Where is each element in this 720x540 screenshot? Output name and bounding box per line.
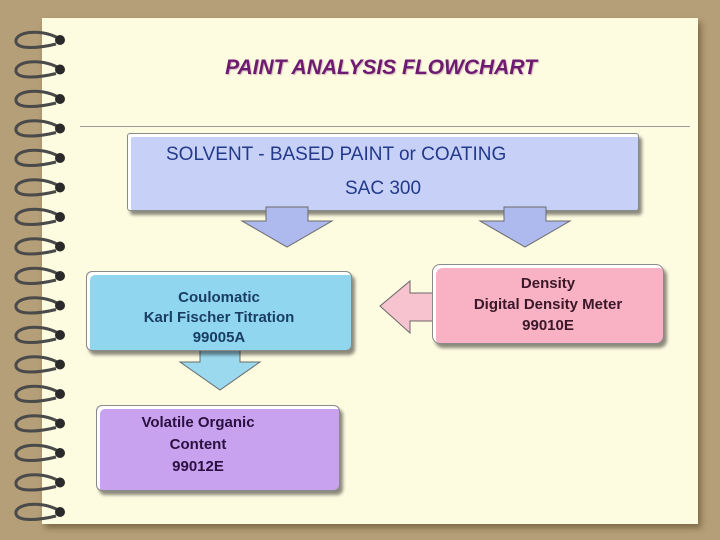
binding-ring-icon — [14, 148, 59, 167]
binding-ring-icon — [14, 296, 59, 315]
flowchart-title: PAINT ANALYSIS FLOWCHART — [225, 56, 537, 79]
down-arrow-icon — [178, 349, 262, 391]
voc-line1: Volatile Organic — [141, 414, 255, 431]
binding-ring-icon — [14, 237, 59, 256]
binding-ring-icon — [14, 266, 59, 285]
binding-hole-icon — [55, 241, 65, 252]
binding-ring-icon — [14, 443, 59, 462]
karl-fischer-line3: 99005A — [192, 329, 246, 346]
voc-line3: 99012E — [172, 458, 224, 475]
binding-hole-icon — [55, 153, 65, 163]
voc-line2: Content — [169, 436, 227, 453]
karl-fischer-line1: Coulomatic — [178, 289, 260, 306]
binding-hole-icon — [55, 477, 65, 488]
binding-ring-icon — [14, 355, 59, 374]
binding-ring-icon — [14, 325, 59, 344]
binding-hole-icon — [55, 123, 65, 134]
binding-hole-icon — [55, 359, 65, 370]
karl-fischer-box: Coulomatic Karl Fischer Titration 99005A — [86, 271, 352, 351]
binding-hole-icon — [55, 300, 65, 311]
binding-ring-icon — [14, 502, 59, 521]
karl-fischer-line2: Karl Fischer Titration — [143, 309, 295, 326]
binding-ring-icon — [14, 207, 59, 226]
binding-hole-icon — [55, 418, 65, 429]
binding-hole-icon — [55, 64, 65, 75]
binding-hole-icon — [55, 182, 65, 193]
title-divider — [80, 126, 690, 127]
solvent-based-paint-box: SOLVENT - BASED PAINT or COATING SAC 300 — [127, 133, 639, 211]
binding-ring-icon — [14, 473, 59, 492]
density-line1: Density — [520, 275, 576, 292]
main-box-line1: SOLVENT - BASED PAINT or COATING — [166, 144, 507, 165]
main-box-line2: SAC 300 — [344, 178, 422, 199]
binding-hole-icon — [55, 389, 65, 399]
binding-ring-icon — [14, 414, 59, 433]
density-line2: Digital Density Meter — [473, 296, 623, 313]
down-arrow-icon — [240, 206, 334, 248]
binding-ring-icon — [14, 119, 59, 138]
binding-hole-icon — [55, 212, 65, 222]
binding-hole-icon — [55, 35, 65, 45]
voc-box: Volatile Organic Content 99012E — [96, 405, 340, 491]
binding-ring-icon — [14, 60, 59, 79]
down-arrow-icon — [478, 206, 572, 248]
binding-hole-icon — [55, 94, 65, 104]
binding-ring-icon — [14, 89, 59, 108]
binding-hole-icon — [55, 330, 65, 340]
binding-ring-icon — [14, 384, 59, 403]
binding-ring-icon — [14, 30, 59, 49]
binding-hole-icon — [55, 507, 65, 517]
spiral-binding — [14, 30, 65, 521]
density-line3: 99010E — [522, 317, 574, 334]
binding-hole-icon — [55, 448, 65, 458]
binding-ring-icon — [14, 178, 59, 197]
density-box: Density Digital Density Meter 99010E — [432, 264, 664, 344]
binding-hole-icon — [55, 271, 65, 281]
